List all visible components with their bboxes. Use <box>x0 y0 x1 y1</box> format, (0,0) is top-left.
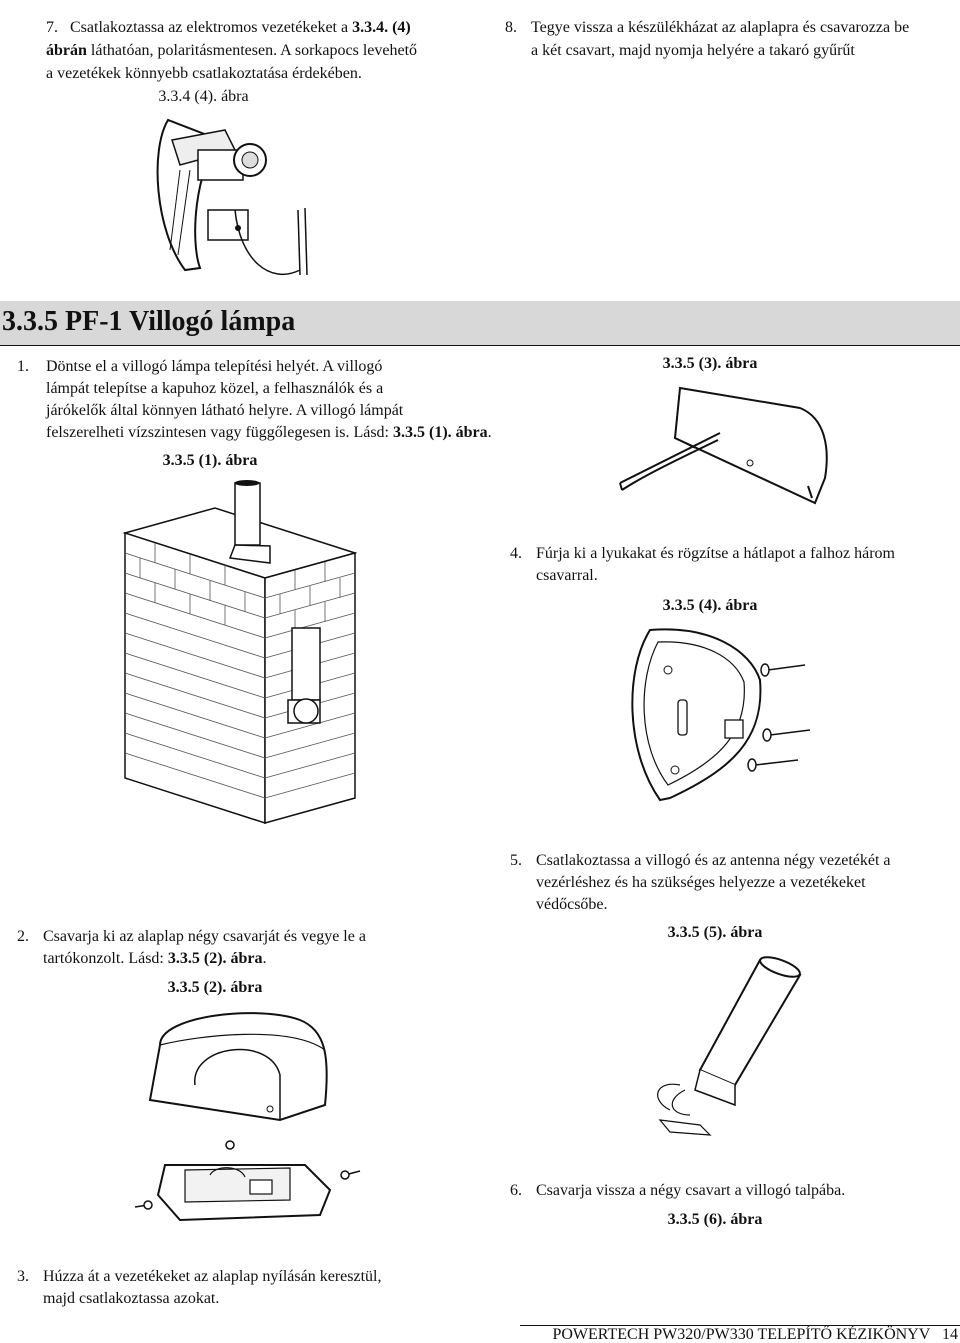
step-8-line-1: Tegye vissza a készülékházat az alaplapr… <box>531 19 910 36</box>
step-5-line-3: védőcsőbe. <box>536 896 608 913</box>
step-7-ref-2: ábrán <box>46 42 87 59</box>
figure-caption-5: 3.3.5 (5). ábra <box>667 924 763 941</box>
step-2-ref: 3.3.5 (2). ábra <box>167 950 263 967</box>
step-1-ref: 3.3.5 (1). ábra <box>393 424 488 441</box>
step-7-text-2: láthatóan, polaritásmentesen. A sorkapoc… <box>86 42 418 59</box>
step-2-period: . <box>262 950 267 967</box>
step-7-line-3: a vezetékek könnyebb csatlakoztatása érd… <box>46 65 362 82</box>
figure-2-illustration <box>134 1012 361 1222</box>
figure-caption-4: 3.3.5 (4). ábra <box>662 597 758 614</box>
step-7-number: 7. <box>46 19 58 36</box>
figure-caption-2: 3.3.5 (2). ábra <box>167 979 263 996</box>
figure-334-illustration <box>156 118 308 276</box>
step-8-line-2: a két csavart, majd nyomja helyére a tak… <box>531 42 855 59</box>
figure-3-illustration <box>619 386 828 505</box>
figure-caption-1: 3.3.5 (1). ábra <box>162 452 258 469</box>
step-1-text-4: felszerelheti vízszintesen vagy függőleg… <box>46 424 393 441</box>
footer-title: POWERTECH PW320/PW330 TELEPÍTŐ KÉZIKÖNYV <box>552 1326 930 1343</box>
step-7-line-2: ábrán láthatóan, polaritásmentesen. A so… <box>46 40 417 61</box>
figure-5-illustration <box>657 956 802 1136</box>
step-1-line-2: lámpát telepítse a kapuhoz közel, a felh… <box>46 380 384 397</box>
step-3-line-1: Húzza át a vezetékeket az alaplap nyílás… <box>43 1268 382 1285</box>
figure-caption-3: 3.3.5 (3). ábra <box>662 355 758 372</box>
step-8-number: 8. <box>505 19 517 36</box>
step-4-line-2: csavarral. <box>536 567 598 584</box>
step-3-line-2: majd csatlakoztassa azokat. <box>43 1290 220 1307</box>
step-1-number: 1. <box>17 358 29 375</box>
step-1-period: . <box>487 424 492 441</box>
step-1-line-3: járókelők által könnyen látható helyre. … <box>46 402 404 419</box>
section-title-bar <box>0 301 960 346</box>
page-footer: POWERTECH PW320/PW330 TELEPÍTŐ KÉZIKÖNYV… <box>520 1325 960 1343</box>
figure-4-illustration <box>631 628 811 802</box>
step-5-line-2: vezérléshez és ha szükséges helyezze a v… <box>536 874 866 891</box>
step-2-number: 2. <box>17 928 29 945</box>
figure-caption-6: 3.3.5 (6). ábra <box>667 1211 763 1228</box>
step-2-line-2: tartókonzolt. Lásd: 3.3.5 (2). ábra. <box>43 948 267 969</box>
figure-caption-334: 3.3.4 (4). ábra <box>158 88 249 105</box>
figure-1-illustration <box>122 480 358 825</box>
step-2-text-2: tartókonzolt. Lásd: <box>43 950 168 967</box>
step-2-line-1: Csavarja ki az alaplap négy csavarját és… <box>43 928 366 945</box>
page-number: 14 <box>942 1326 958 1343</box>
step-4-number: 4. <box>510 545 522 562</box>
step-7-ref: 3.3.4. (4) <box>352 19 411 36</box>
step-4-line-1: Fúrja ki a lyukakat és rögzítse a hátlap… <box>536 545 895 562</box>
step-6-line-1: Csavarja vissza a négy csavart a villogó… <box>536 1182 846 1199</box>
step-1-line-4: felszerelheti vízszintesen vagy függőleg… <box>46 422 492 443</box>
step-1-line-1: Döntse el a villogó lámpa telepítési hel… <box>46 358 383 375</box>
step-7-line-1: Csatlakoztassa az elektromos vezetékeket… <box>70 17 411 38</box>
section-title: 3.3.5 PF-1 Villogó lámpa <box>2 306 296 337</box>
step-6-number: 6. <box>510 1182 522 1199</box>
step-7-text: Csatlakoztassa az elektromos vezetékeket… <box>70 19 353 36</box>
step-5-number: 5. <box>510 852 522 869</box>
step-5-line-1: Csatlakoztassa a villogó és az antenna n… <box>536 852 891 869</box>
step-3-number: 3. <box>17 1268 29 1285</box>
